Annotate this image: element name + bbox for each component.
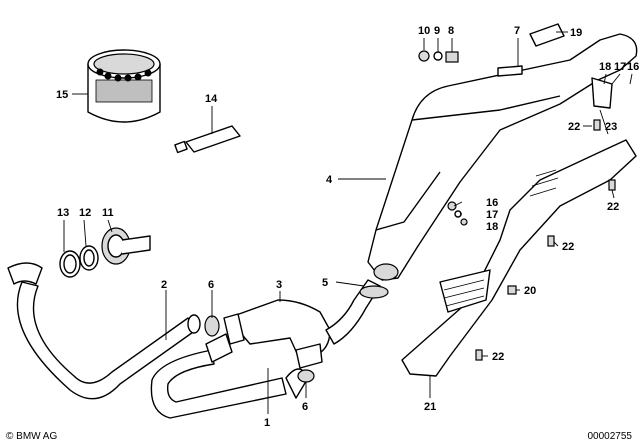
callout-4: 4 [326, 174, 333, 186]
callout-15: 15 [56, 89, 68, 101]
bracket-23[interactable] [591, 77, 613, 109]
bushing-8[interactable] [445, 51, 459, 63]
callout-18-mid: 18 [486, 221, 498, 233]
callout-9: 9 [434, 25, 440, 37]
callout-22-upper: 22 [568, 121, 580, 133]
nut-10[interactable] [418, 50, 430, 62]
callout-17-top: 17 [614, 61, 626, 73]
callout-13: 13 [57, 207, 69, 219]
callout-11: 11 [102, 207, 114, 219]
callout-5: 5 [322, 277, 328, 289]
callout-6-upper: 6 [208, 279, 214, 291]
callout-18-top: 18 [599, 61, 611, 73]
callout-3: 3 [276, 279, 282, 291]
callout-20: 20 [524, 285, 536, 297]
clamp-6-lower[interactable] [297, 369, 315, 383]
bolt-20[interactable] [507, 285, 517, 295]
callout-1: 1 [264, 417, 270, 429]
callout-10: 10 [418, 25, 430, 37]
bolt-7[interactable] [497, 65, 523, 77]
paste-can[interactable] [87, 49, 161, 123]
screw-22-right[interactable] [608, 179, 616, 191]
callout-19: 19 [570, 27, 582, 39]
diagram-code: 00002755 [587, 431, 633, 442]
muffler[interactable] [367, 33, 638, 281]
callout-17-mid: 17 [486, 209, 498, 221]
screw-22-mid[interactable] [547, 235, 555, 247]
callout-2: 2 [161, 279, 167, 291]
clamp-6-upper[interactable] [204, 315, 220, 337]
washer-9[interactable] [433, 51, 443, 61]
callout-7: 7 [514, 25, 520, 37]
screw-22-low[interactable] [475, 349, 483, 361]
heat-shield[interactable] [401, 139, 637, 377]
leader-lines [63, 31, 633, 414]
callout-22-right: 22 [607, 201, 619, 213]
exhaust-pipe-left[interactable] [7, 262, 201, 400]
gasket-12[interactable] [79, 245, 99, 271]
fasteners-16-17-18[interactable] [447, 201, 468, 226]
callout-12: 12 [79, 207, 91, 219]
clamp-11[interactable] [101, 227, 151, 265]
callout-16-top: 16 [627, 61, 639, 73]
paste-tube[interactable] [174, 125, 241, 154]
exhaust-pipe-right[interactable] [150, 333, 309, 419]
callout-23: 23 [605, 121, 617, 133]
callout-22-mid: 22 [562, 241, 574, 253]
callout-8: 8 [448, 25, 454, 37]
screw-22-upper[interactable] [593, 119, 601, 131]
callout-21: 21 [424, 401, 436, 413]
ring-13[interactable] [59, 250, 81, 278]
callout-14: 14 [205, 93, 218, 105]
callout-labels: 10 9 8 7 19 18 17 16 15 14 22 23 4 16 17… [56, 25, 639, 429]
copyright-text: © BMW AG [6, 431, 58, 442]
callout-6-lower: 6 [302, 401, 308, 413]
hanger-bracket-19[interactable] [529, 23, 565, 47]
clamp-5[interactable] [359, 285, 389, 299]
callout-22-low: 22 [492, 351, 504, 363]
y-connector[interactable] [223, 299, 331, 369]
callout-16-mid: 16 [486, 197, 498, 209]
